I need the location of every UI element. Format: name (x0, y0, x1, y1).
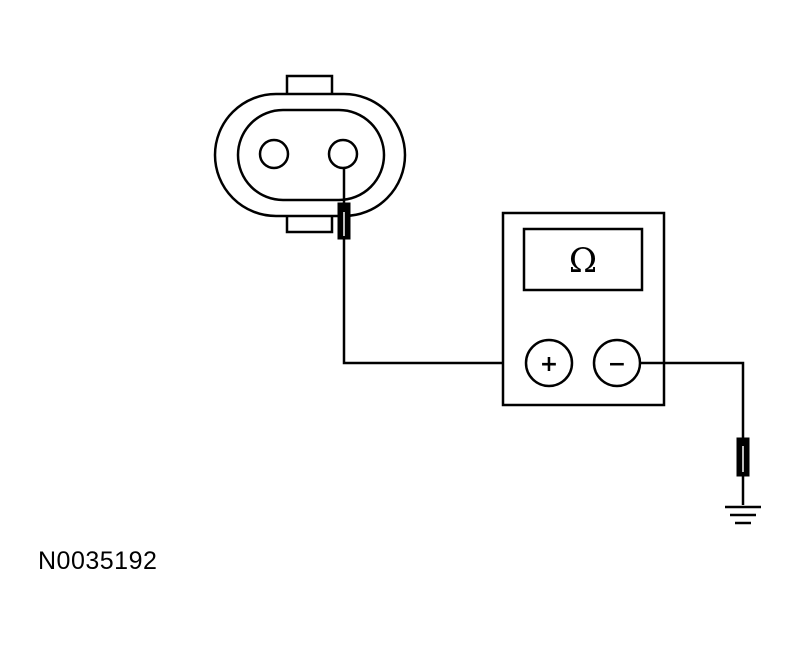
ground-probe-icon (736, 437, 750, 505)
negative-terminal-label: − (608, 352, 626, 377)
positive-terminal (524, 338, 574, 388)
connector-pin-1 (258, 138, 290, 170)
ohm-symbol: Ω (569, 241, 597, 281)
connector-outer-shell (213, 92, 407, 218)
ground-icon (725, 505, 761, 525)
negative-lead-wire (640, 361, 745, 440)
positive-terminal-label: + (540, 352, 558, 377)
connector-inner-shell (236, 108, 386, 202)
reference-number: N0035192 (38, 547, 158, 575)
probe-icon (337, 168, 351, 240)
connector-icon (213, 74, 407, 234)
multimeter-icon: Ω + − (501, 211, 666, 407)
multimeter-display (522, 227, 644, 292)
positive-lead-wire (342, 239, 526, 365)
